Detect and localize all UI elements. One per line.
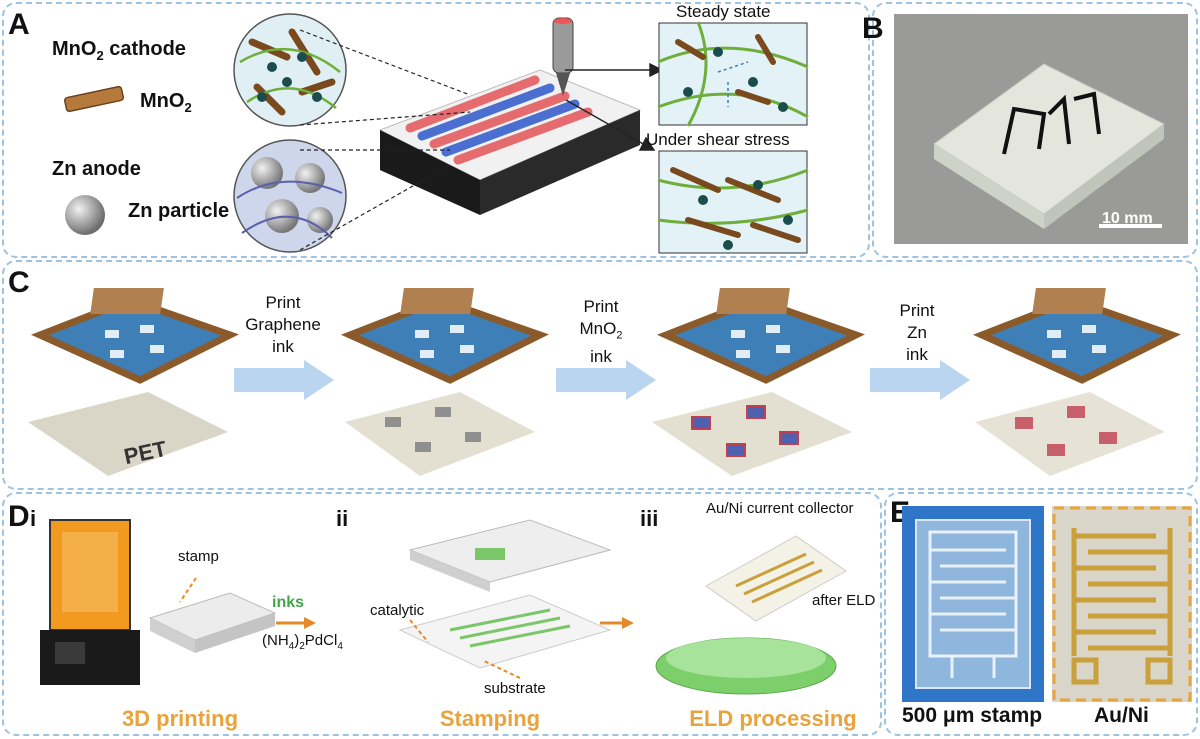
screen-print-frame-1 [30,288,239,384]
panel-label-a: A [8,8,30,41]
printed-battery-photo [894,14,1188,244]
step-arrow-2 [556,360,656,400]
mno2-legend: MnO2 [140,90,192,115]
stamping-leaders [409,619,521,679]
stamp-icon [148,577,277,653]
precursor-label: (NH4)2PdCl4 [262,632,343,652]
step-3-label: Print Zn ink [899,301,935,364]
screen-print-frame-2 [340,288,549,384]
cathode-zoom-circle [233,13,347,127]
sub-label-i: i [30,506,37,531]
screen-print-frame-4 [972,288,1181,384]
panel-label-c: C [8,266,30,299]
panel-a-frame [2,2,870,258]
anode-zoom-circle [233,139,347,253]
caption-3d-printing: 3D printing [121,706,239,731]
inks-label: inks [272,594,305,611]
panel-b-frame [872,2,1198,258]
panel-d-frame [2,492,882,736]
scale-bar-label: 10 mm [1102,210,1153,227]
stamp-photo [902,506,1044,702]
screen-print-frame-3 [656,288,865,384]
stamp-photo-label: 500 μm stamp [902,704,1043,727]
cathode-title: MnO2 cathode [52,38,186,63]
sub-label-ii: ii [336,506,349,531]
zn-particle-label: Zn particle [128,200,230,222]
caption-stamping: Stamping [439,706,541,731]
mno2-printed-sheet [652,392,852,476]
steady-state-inset [657,21,809,127]
panel-label-b: B [862,12,884,45]
collector-label: Au/Ni current collector [706,500,854,517]
panel-c-frame [2,260,1198,490]
auni-photo [1052,506,1192,702]
mno2-rod-icon [63,85,125,113]
eld-dish [655,535,847,695]
pet-sheet [28,392,228,476]
panel-e-frame [884,492,1198,736]
3d-printer-icon [40,519,140,685]
shear-stress-label: Under shear stress [646,130,790,149]
zn-particle-icon [65,195,105,235]
steady-state-label: Steady state [676,2,771,21]
print-nozzle-icon [552,17,574,96]
anode-title: Zn anode [52,158,141,180]
substrate-label: substrate [484,680,546,697]
auni-photo-label: Au/Ni [1094,704,1149,727]
inks-arrow [276,617,316,629]
leader-lines [299,29,664,251]
zn-printed-sheet [975,392,1165,476]
step-2-label: Print MnO2 ink [579,297,623,367]
stamp-label: stamp [178,548,219,565]
after-eld-label: after ELD [812,592,876,609]
caption-eld-processing: ELD processing [689,706,857,731]
catalytic-label: catalytic [370,602,425,619]
printed-battery-substrate [378,69,642,215]
eld-arrow [600,617,634,629]
shear-stress-inset [657,150,809,254]
step-arrow-1 [234,360,334,400]
sub-label-iii: iii [640,506,659,531]
stamping-diagram [398,519,612,669]
graphene-printed-sheet [345,392,535,476]
panel-label-d: D [8,500,30,533]
step-1-label: Print Graphene ink [245,293,321,356]
step-arrow-3 [870,360,970,400]
